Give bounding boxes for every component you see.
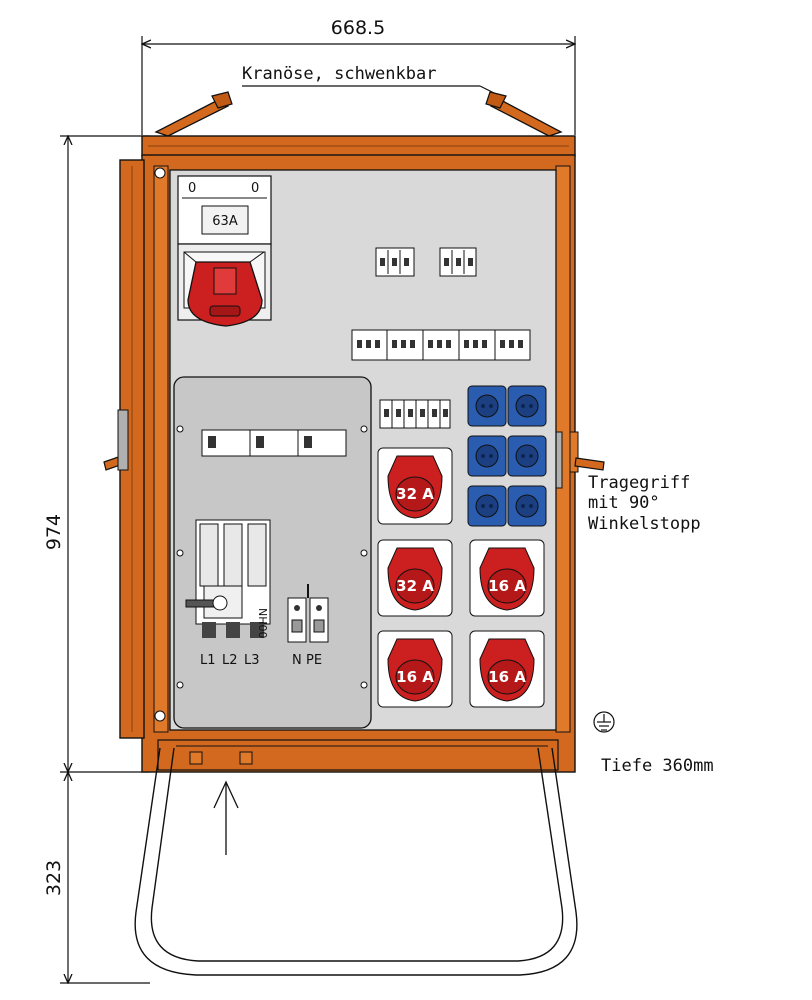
cee-socket-32a-bottom-rating: 32 A — [396, 577, 434, 595]
cee-socket-16a-bottom-left-rating: 16 A — [396, 668, 434, 686]
phase-label-l2: L2 — [222, 653, 238, 668]
height-dimension — [60, 136, 150, 983]
phase-label-l3: L3 — [244, 653, 260, 668]
main-switch-mark-right: 0 — [251, 181, 259, 196]
width-dimension — [142, 36, 575, 135]
cee-socket-16a-bottom-left: 16 A — [377, 630, 453, 708]
neutral-label: N — [292, 653, 302, 668]
cover-rcd-row — [201, 429, 347, 457]
fuse-switch-disconnector: NH00 — [185, 519, 271, 639]
crane-eye-leader — [242, 85, 501, 97]
handle-label-line2: mit 90° — [588, 493, 660, 513]
cee-socket-16a-bottom-right: 16 A — [469, 630, 545, 708]
crane-eye-right — [485, 91, 563, 137]
main-switch-mark-left: 0 — [188, 181, 196, 196]
pe-label: PE — [306, 653, 322, 668]
crane-eye-label: Kranöse, schwenkbar — [242, 64, 436, 84]
handle-left — [103, 409, 129, 471]
cee-socket-32a-top-rating: 32 A — [396, 485, 434, 503]
crane-eye-left — [154, 91, 233, 137]
handle-label-line1: Tragegriff — [588, 473, 690, 493]
neutral-pe-terminals — [287, 584, 329, 643]
cee-socket-16a-top-rating: 16 A — [488, 577, 526, 595]
insertion-arrow — [213, 780, 239, 855]
main-cee-inlet — [183, 251, 265, 327]
breaker-row — [351, 329, 531, 361]
fuse-switch-type-label: NH00 — [256, 608, 269, 639]
depth-label: Tiefe 360mm — [601, 756, 714, 776]
rcd-breaker-row — [379, 399, 451, 429]
cee-socket-16a-top: 16 A — [469, 539, 545, 617]
cabinet-height-value: 974 — [43, 514, 65, 550]
handle-label-line3: Winkelstopp — [588, 514, 701, 534]
cee-socket-32a-bottom: 32 A — [377, 539, 453, 617]
cee-socket-16a-bottom-right-rating: 16 A — [488, 668, 526, 686]
stand-height-value: 323 — [43, 860, 65, 896]
stand-frame — [134, 747, 578, 976]
earth-symbol — [593, 711, 615, 733]
cee-socket-32a-top: 32 A — [377, 447, 453, 525]
phase-label-l1: L1 — [200, 653, 216, 668]
schuko-socket-group — [467, 385, 547, 527]
main-switch-rating: 63A — [212, 214, 238, 229]
width-value: 668.5 — [331, 17, 385, 39]
breaker-group-top-left — [375, 247, 415, 277]
breaker-group-top-right — [439, 247, 477, 277]
